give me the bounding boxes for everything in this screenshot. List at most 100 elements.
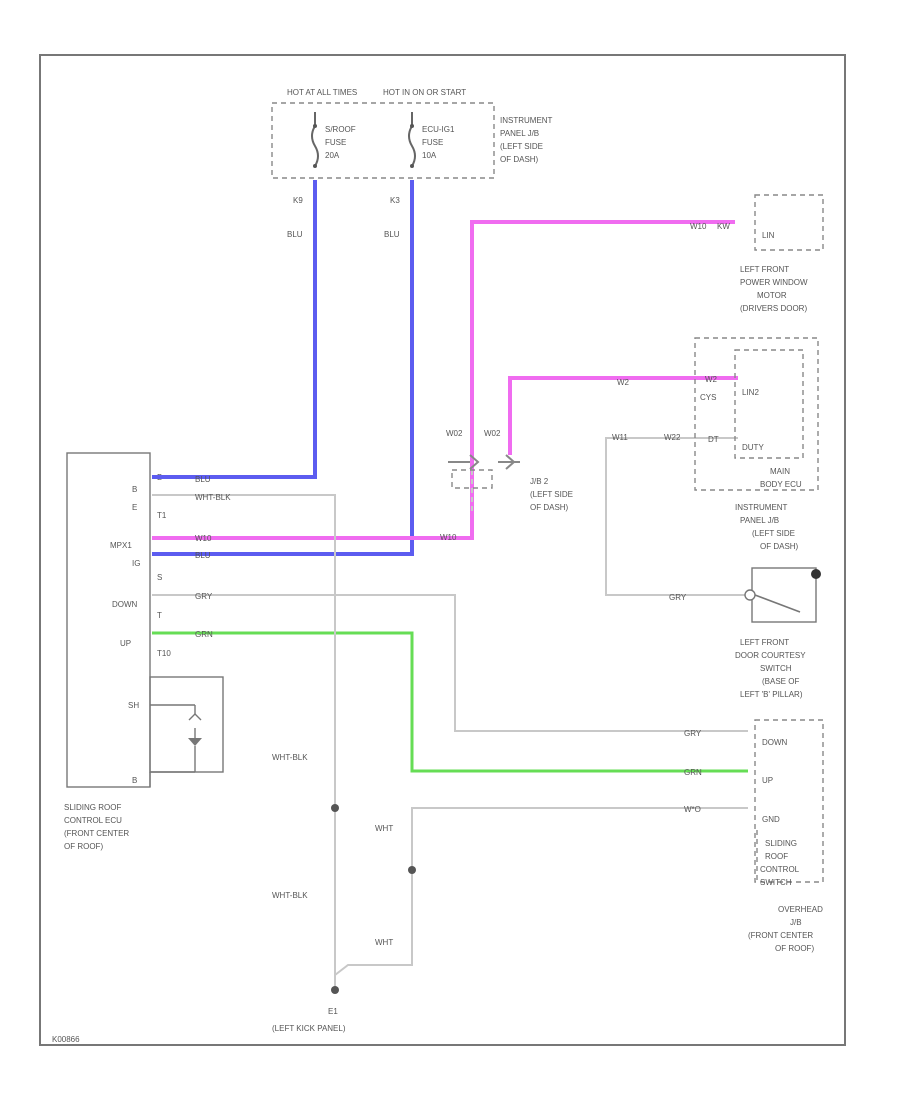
svg-text:SWITCH: SWITCH bbox=[760, 878, 792, 887]
svg-text:POWER WINDOW: POWER WINDOW bbox=[740, 278, 808, 287]
corner-code: K00866 bbox=[52, 1035, 80, 1044]
switch-lever-icon bbox=[754, 594, 801, 613]
svg-text:OF DASH): OF DASH) bbox=[530, 503, 569, 512]
svg-text:(LEFT SIDE: (LEFT SIDE bbox=[500, 142, 543, 151]
mbecu-pin-lin2: LIN2 bbox=[742, 388, 759, 397]
svg-text:LEFT 'B' PILLAR): LEFT 'B' PILLAR) bbox=[740, 690, 803, 699]
pink-ecu-label: W10 bbox=[195, 534, 212, 543]
door-courtesy-switch: LEFT FRONT DOOR COURTESY SWITCH (BASE OF… bbox=[735, 567, 821, 699]
ecu-pin-t10: T10 bbox=[157, 649, 171, 658]
svg-text:OF ROOF): OF ROOF) bbox=[64, 842, 103, 851]
ecu-pin-ig: IG bbox=[132, 559, 140, 568]
hot-at-all-times-label: HOT AT ALL TIMES bbox=[287, 88, 357, 97]
wht-blk-mid-label: WHT-BLK bbox=[272, 753, 308, 762]
ecu-pin-down: DOWN bbox=[112, 600, 138, 609]
svg-text:SWITCH: SWITCH bbox=[760, 664, 792, 673]
gray-wire-down bbox=[152, 594, 748, 732]
svg-text:(DRIVERS DOOR): (DRIVERS DOOR) bbox=[740, 304, 807, 313]
svg-text:INSTRUMENT: INSTRUMENT bbox=[500, 116, 553, 125]
diagram-frame bbox=[39, 54, 846, 1046]
ground-e1: E1 (LEFT KICK PANEL) bbox=[272, 986, 346, 1033]
pin-w2-label: W2 bbox=[617, 378, 630, 387]
ecu-pin-up: UP bbox=[120, 639, 131, 648]
sroof-fuse: S/ROOF FUSE 20A bbox=[311, 112, 356, 168]
gray-wire-door-switch bbox=[605, 437, 745, 596]
svg-text:OVERHEAD: OVERHEAD bbox=[778, 905, 823, 914]
ground-point-icon bbox=[331, 986, 339, 994]
sliding-roof-control-switch: DOWN UP GND SLIDING ROOF CONTROL SWITCH … bbox=[748, 719, 824, 953]
grn-roof-switch-label: GRN bbox=[684, 768, 702, 777]
pin-w10-label: W10 bbox=[690, 222, 707, 231]
hot-in-on-label: HOT IN ON OR START bbox=[383, 88, 466, 97]
fuse-panel-caption: INSTRUMENT PANEL J/B (LEFT SIDE OF DASH) bbox=[500, 116, 553, 164]
mbecu-pin-duty: DUTY bbox=[742, 443, 764, 452]
switch-contact-icon bbox=[744, 589, 756, 601]
ecu-pin-e: E bbox=[132, 503, 137, 512]
ecu-pin-t: T bbox=[157, 611, 162, 620]
junction-dot-wht-blk bbox=[331, 804, 339, 812]
svg-text:CONTROL: CONTROL bbox=[760, 865, 800, 874]
blu-label-b: BLU bbox=[384, 230, 400, 239]
svg-text:MOTOR: MOTOR bbox=[757, 291, 787, 300]
pink-wire-main-body bbox=[508, 376, 738, 455]
fuse1-line2: FUSE bbox=[325, 138, 346, 147]
ground-name: E1 bbox=[328, 1007, 338, 1016]
pin-wo-label: W*O bbox=[684, 805, 701, 814]
pink-wire-mpx-motor bbox=[152, 220, 735, 540]
svg-text:LEFT FRONT: LEFT FRONT bbox=[740, 638, 789, 647]
svg-text:J/B: J/B bbox=[790, 918, 802, 927]
ecu-ig1-fuse: ECU-IG1 FUSE 10A bbox=[408, 112, 455, 168]
power-window-motor: LIN LEFT FRONT POWER WINDOW MOTOR (DRIVE… bbox=[740, 194, 824, 313]
blu-label-a: BLU bbox=[287, 230, 303, 239]
svg-text:OF ROOF): OF ROOF) bbox=[775, 944, 814, 953]
ecu-pin-s: S bbox=[157, 573, 162, 582]
gry-switch-label: GRY bbox=[669, 593, 687, 602]
gray-wire-wht-blk bbox=[152, 494, 336, 990]
mbecu-pin-w2: W2 bbox=[705, 375, 718, 384]
pin-w11-label: W11 bbox=[612, 433, 628, 442]
svg-text:PANEL J/B: PANEL J/B bbox=[740, 516, 779, 525]
gry-roof-switch-label: GRY bbox=[684, 729, 702, 738]
gray-wire-gnd bbox=[334, 807, 748, 976]
sliding-roof-ecu: B B E T1 MPX1 IG S DOWN T UP T10 SH B SL… bbox=[64, 452, 224, 851]
blu-ecu-label-2: BLU bbox=[195, 551, 211, 560]
svg-text:PANEL J/B: PANEL J/B bbox=[500, 129, 539, 138]
ecu-internal-switch-icon bbox=[150, 704, 202, 773]
svg-text:(LEFT SIDE: (LEFT SIDE bbox=[530, 490, 573, 499]
blu-ecu-label-1: BLU bbox=[195, 475, 211, 484]
jb-pin-a-label: W02 bbox=[446, 429, 463, 438]
ecu-caption: SLIDING ROOF CONTROL ECU (FRONT CENTER O… bbox=[64, 803, 129, 851]
svg-text:DOOR COURTESY: DOOR COURTESY bbox=[735, 651, 806, 660]
wht-blk-ecu-label: WHT-BLK bbox=[195, 493, 231, 502]
pink-fuse-label: W10 bbox=[440, 533, 457, 542]
green-wire-up bbox=[152, 631, 748, 773]
switch-ground-icon bbox=[811, 569, 821, 579]
junction-dot-wht bbox=[408, 866, 416, 874]
svg-text:OF DASH): OF DASH) bbox=[760, 542, 799, 551]
mbecu-pin-cys: CYS bbox=[700, 393, 716, 402]
grn-ecu-label: GRN bbox=[195, 630, 213, 639]
svg-text:(LEFT SIDE: (LEFT SIDE bbox=[752, 529, 795, 538]
svg-text:OF DASH): OF DASH) bbox=[500, 155, 539, 164]
svg-text:(FRONT CENTER: (FRONT CENTER bbox=[748, 931, 813, 940]
svg-text:SLIDING ROOF: SLIDING ROOF bbox=[64, 803, 121, 812]
main-body-ecu: W2 LIN2 CYS DT DUTY MAIN BODY ECU INSTRU… bbox=[694, 337, 819, 551]
svg-text:SLIDING: SLIDING bbox=[765, 839, 797, 848]
ground-location: (LEFT KICK PANEL) bbox=[272, 1024, 346, 1033]
jb-pin-b-label: W02 bbox=[484, 429, 501, 438]
svg-text:ROOF: ROOF bbox=[765, 852, 788, 861]
fuse2-line1: ECU-IG1 bbox=[422, 125, 455, 134]
gry-ecu-label: GRY bbox=[195, 592, 213, 601]
ecu-pin-t1: T1 bbox=[157, 511, 167, 520]
svg-text:INSTRUMENT: INSTRUMENT bbox=[735, 503, 788, 512]
blue-wire-ecu-ig bbox=[152, 180, 414, 556]
ecu-pin-b-1: B bbox=[132, 485, 137, 494]
pin-k3-label: K3 bbox=[390, 196, 400, 205]
fuse2-line2: FUSE bbox=[422, 138, 443, 147]
mbecu-pin-dt: DT bbox=[708, 435, 719, 444]
pin-w22-label: W22 bbox=[664, 433, 681, 442]
wht-blk-low-label: WHT-BLK bbox=[272, 891, 308, 900]
fuse1-line1: S/ROOF bbox=[325, 125, 356, 134]
svg-text:LEFT FRONT: LEFT FRONT bbox=[740, 265, 789, 274]
svg-text:BODY ECU: BODY ECU bbox=[760, 480, 802, 489]
